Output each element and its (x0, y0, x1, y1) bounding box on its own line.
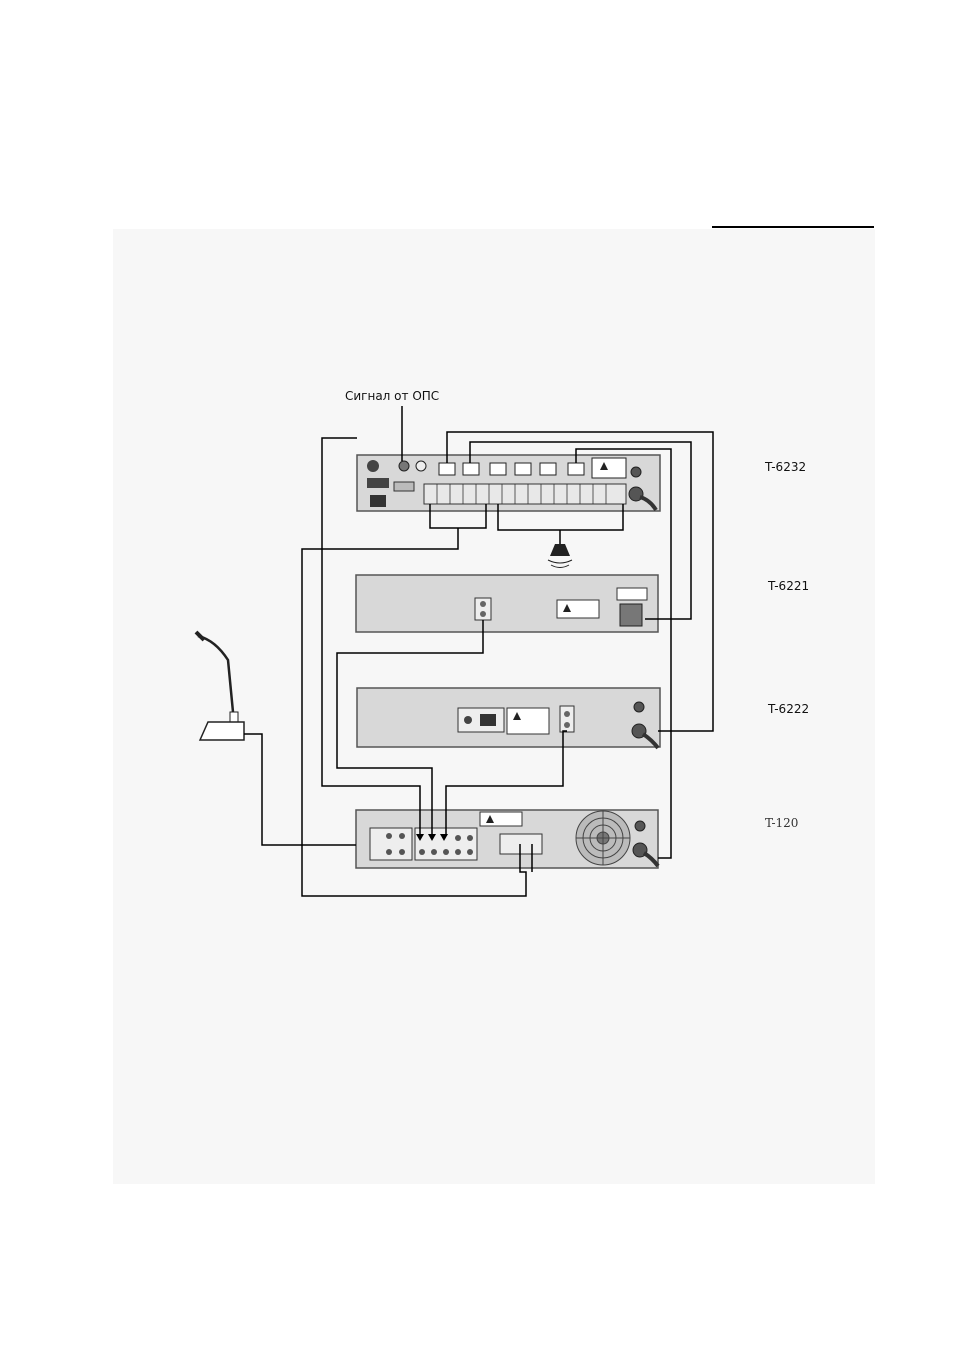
device-t6232 (357, 455, 660, 511)
device-t6221 (356, 575, 658, 632)
fan-icon (576, 811, 630, 865)
terminal-block (424, 484, 626, 504)
model-label-t120: T-120 (765, 816, 798, 830)
power-socket-icon (620, 604, 642, 626)
device-t120 (356, 810, 658, 868)
microphone-icon (196, 632, 244, 740)
model-label-t6221: T-6221 (768, 579, 809, 593)
signal-source-label: Сигнал от ОПС (345, 389, 439, 403)
device-t6222 (357, 688, 660, 748)
speaker-icon (548, 530, 572, 568)
model-label-t6232: T-6232 (765, 460, 806, 474)
model-label-t6222: T-6222 (768, 702, 809, 716)
volume-knob-icon (367, 460, 379, 472)
warning-label (592, 458, 626, 478)
